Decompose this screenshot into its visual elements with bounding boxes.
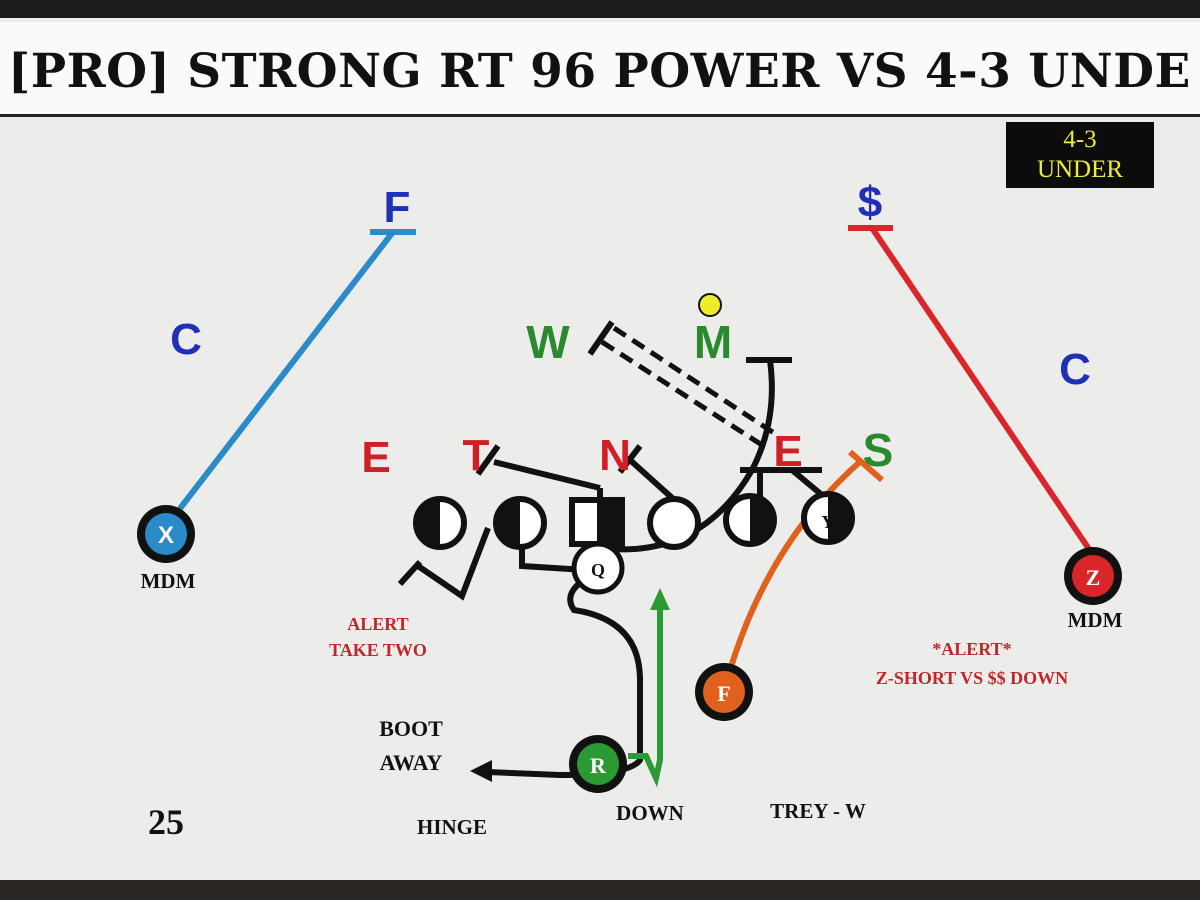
- x-technique-note: MDM: [141, 569, 196, 593]
- fullback-route-cap: [848, 449, 884, 483]
- slide-title: [PRO] STRONG RT 96 POWER VS 4-3 UNDE: [8, 44, 1191, 99]
- corner-right-letter: C: [1059, 345, 1091, 394]
- mike-letter: M: [694, 316, 732, 368]
- pull-path: [599, 359, 775, 553]
- running-back: R: [569, 735, 627, 793]
- z-technique-note: MDM: [1068, 608, 1123, 632]
- center: [569, 497, 625, 547]
- x-receiver-label: X: [158, 522, 174, 549]
- will-block-dash-2: [612, 325, 776, 436]
- mike-dot: [698, 293, 722, 317]
- end-right-letter: E: [773, 427, 802, 476]
- left-tackle: [413, 496, 467, 550]
- z-route-line: [869, 226, 1098, 560]
- tight-end: Y: [801, 491, 855, 545]
- will-block-dash-1: [600, 339, 764, 448]
- defense-tag: 4-3 UNDER: [1006, 122, 1154, 188]
- boot-line2: AWAY: [380, 750, 443, 775]
- fullback-label: F: [717, 681, 730, 706]
- fullback: F: [695, 663, 753, 721]
- x-receiver: X: [137, 505, 195, 563]
- alert-right-line1: *ALERT*: [932, 639, 1011, 659]
- defense-tag-line2: UNDER: [1036, 156, 1124, 183]
- fullback-route: [727, 457, 864, 671]
- x-route-line: [172, 230, 396, 517]
- screen-bezel: [0, 880, 1200, 900]
- rg-block-cap: [617, 444, 643, 474]
- left-guard: [493, 496, 547, 550]
- z-receiver-label: Z: [1086, 565, 1101, 590]
- title-bar: [0, 22, 1200, 117]
- will-block-cap: [587, 320, 615, 356]
- alert-right-line2: Z-SHORT VS $$ DOWN: [876, 668, 1068, 688]
- running-back-label: R: [590, 753, 607, 778]
- tackle-letter: T: [463, 431, 490, 480]
- corner-left-letter: C: [170, 315, 202, 364]
- end-left-letter: E: [361, 433, 390, 482]
- quarterback-label: Q: [591, 560, 605, 580]
- free-safety-letter: F: [384, 183, 411, 232]
- lt-alert-cap: [397, 559, 423, 587]
- page-number: 25: [148, 802, 184, 842]
- will-letter: W: [526, 316, 570, 368]
- boot-line1: BOOT: [379, 716, 443, 741]
- defense-tag-line1: 4-3: [1063, 126, 1097, 153]
- z-receiver: Z: [1064, 547, 1122, 605]
- lg-block-line: [493, 459, 601, 491]
- nose-letter: N: [599, 431, 631, 480]
- quarterback: Q: [571, 541, 625, 595]
- lg-block-cap: [475, 444, 501, 476]
- tight-end-label: Y: [822, 512, 835, 532]
- alert-left-line2: TAKE TWO: [329, 640, 427, 660]
- hinge-note: HINGE: [417, 815, 487, 839]
- alert-left-line1: ALERT: [347, 614, 408, 634]
- trey-note: TREY - W: [770, 799, 866, 823]
- right-guard: [647, 496, 701, 550]
- sam-letter: S: [863, 424, 894, 476]
- down-note: DOWN: [616, 801, 684, 825]
- boot-arrowhead: [470, 760, 492, 782]
- lt-alert-path: [416, 526, 491, 601]
- rb-route: [628, 606, 663, 788]
- right-tackle: [723, 493, 777, 547]
- strong-safety-letter: $: [858, 178, 882, 227]
- rb-route-arrowhead: [650, 588, 670, 610]
